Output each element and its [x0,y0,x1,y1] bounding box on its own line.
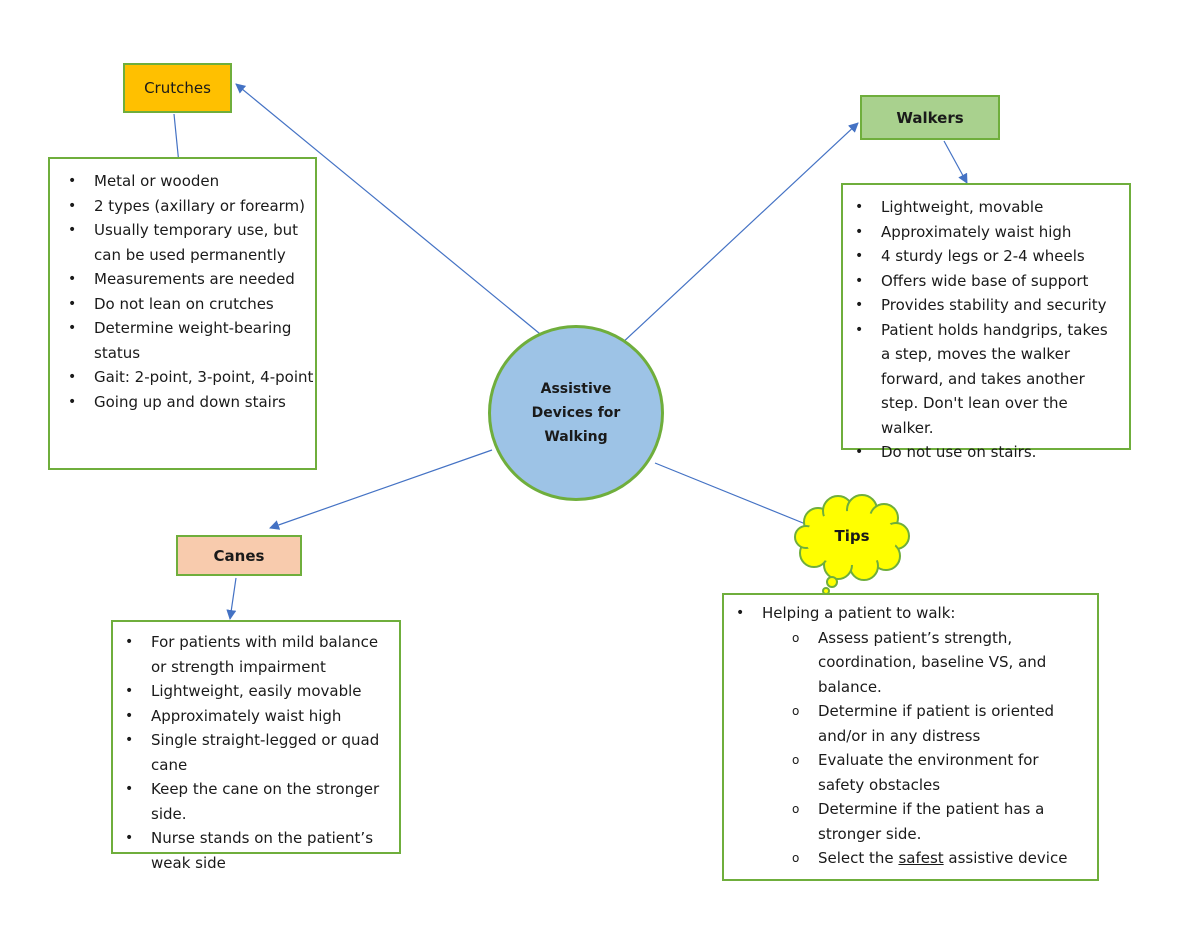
canes-list-box: For patients with mild balance or streng… [111,620,401,872]
tips-label: Tips [834,527,870,545]
list-item: Evaluate the environment for safety obst… [792,748,1083,797]
list-item: Going up and down stairs [68,390,315,415]
arrow-center-to-crutches [235,83,546,339]
list-item: Single straight-legged or quad cane [125,728,393,777]
tips-last-prefix: Select the [818,849,899,867]
list-item: Usually temporary use, but can be used p… [68,218,315,267]
tips-heading: Helping a patient to walk: [736,601,1091,626]
tips-last-suffix: assistive device [943,849,1068,867]
walkers-label: Walkers [896,108,964,127]
tips-list: Helping a patient to walk: [724,601,1097,626]
crutches-label: Crutches [144,79,211,97]
center-title: Assistive Devices for Walking [531,381,621,445]
list-item: Do not lean on crutches [68,292,315,317]
list-item: Lightweight, movable [855,195,1121,220]
walkers-list-box: Lightweight, movable Approximately waist… [841,183,1131,464]
arrow-center-to-walkers [619,122,859,346]
list-item: For patients with mild balance or streng… [125,630,393,679]
list-item: Gait: 2-point, 3-point, 4-point [68,365,315,390]
list-item: Approximately waist high [855,220,1121,245]
crutches-label-box: Crutches [123,63,232,113]
walkers-list: Lightweight, movable Approximately waist… [843,195,1129,465]
list-item: Provides stability and security [855,293,1121,318]
tips-list-box: Helping a patient to walk: Assess patien… [722,593,1099,881]
list-item: 4 sturdy legs or 2-4 wheels [855,244,1121,269]
arrow-canes-to-list [226,577,237,620]
center-node: Assistive Devices for Walking [488,325,664,501]
list-item: Do not use on stairs. [855,440,1121,465]
list-item: Lightweight, easily movable [125,679,393,704]
list-item: Approximately waist high [125,704,393,729]
list-item: Measurements are needed [68,267,315,292]
line-center-to-tips [654,462,809,526]
arrow-center-to-canes [269,449,493,530]
tips-cloud-fill [805,511,897,565]
list-item: Metal or wooden [68,169,315,194]
canes-label: Canes [213,546,265,565]
list-item: Patient holds handgrips, takes a step, m… [855,318,1121,441]
canes-label-box: Canes [176,535,302,576]
list-item: Determine if patient is oriented and/or … [792,699,1083,748]
list-item: Assess patient’s strength, coordination,… [792,626,1083,700]
tips-sublist: Assess patient’s strength, coordination,… [724,626,1097,871]
list-item: Keep the cane on the stronger side. [125,777,393,826]
list-item: Select the safest assistive device [792,846,1083,871]
list-item: Offers wide base of support [855,269,1121,294]
arrow-walkers-to-list [943,140,968,184]
list-item: Determine weight-bearing status [68,316,315,365]
list-item: Determine if the patient has a stronger … [792,797,1083,846]
crutches-list: Metal or wooden 2 types (axillary or for… [50,169,315,414]
canes-list: For patients with mild balance or streng… [113,630,399,875]
tips-last-emphasis: safest [898,849,944,867]
list-item: Nurse stands on the patient’s weak side [125,826,393,875]
crutches-list-box: Metal or wooden 2 types (axillary or for… [48,157,317,470]
list-item: 2 types (axillary or forearm) [68,194,315,219]
walkers-label-box: Walkers [860,95,1000,140]
